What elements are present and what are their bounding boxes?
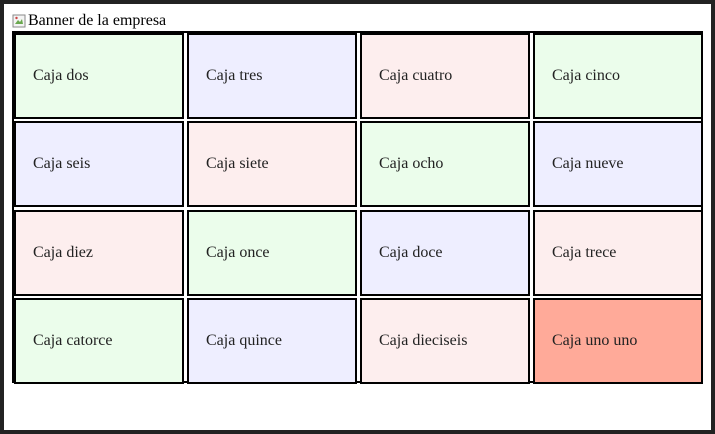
grid-box: Caja catorce bbox=[14, 298, 184, 384]
grid-box: Caja nueve bbox=[533, 121, 703, 207]
grid-box: Caja doce bbox=[360, 210, 530, 296]
grid-box-label: Caja cinco bbox=[552, 67, 620, 84]
grid-box: Caja once bbox=[187, 210, 357, 296]
grid-box-label: Caja cuatro bbox=[379, 67, 453, 84]
grid-box-label: Caja diez bbox=[33, 244, 93, 261]
banner-alt-text: Banner de la empresa bbox=[28, 12, 167, 29]
grid-box: Caja siete bbox=[187, 121, 357, 207]
grid-box-label: Caja trece bbox=[552, 244, 617, 261]
grid-box: Caja seis bbox=[14, 121, 184, 207]
grid-box-label: Caja seis bbox=[33, 155, 91, 172]
grid-box: Caja ocho bbox=[360, 121, 530, 207]
grid-box-label: Caja dos bbox=[33, 67, 89, 84]
grid-box-label: Caja dieciseis bbox=[379, 332, 468, 349]
grid-box: Caja uno uno bbox=[533, 298, 703, 384]
grid-box-label: Caja quince bbox=[206, 332, 282, 349]
grid-box: Caja cinco bbox=[533, 33, 703, 119]
grid-box-label: Caja doce bbox=[379, 244, 443, 261]
broken-image-icon bbox=[12, 14, 26, 28]
grid-box: Caja dos bbox=[14, 33, 184, 119]
grid-box: Caja diez bbox=[14, 210, 184, 296]
grid-box-label: Caja uno uno bbox=[552, 332, 638, 349]
grid-box-label: Caja catorce bbox=[33, 332, 113, 349]
grid-box-label: Caja siete bbox=[206, 155, 269, 172]
company-banner-image: Banner de la empresa bbox=[12, 12, 166, 30]
grid-box-label: Caja once bbox=[206, 244, 270, 261]
grid-box-label: Caja ocho bbox=[379, 155, 444, 172]
grid-box: Caja cuatro bbox=[360, 33, 530, 119]
grid-box: Caja dieciseis bbox=[360, 298, 530, 384]
grid-box: Caja tres bbox=[187, 33, 357, 119]
grid-box: Caja trece bbox=[533, 210, 703, 296]
grid-box-label: Caja tres bbox=[206, 67, 263, 84]
grid-box: Caja quince bbox=[187, 298, 357, 384]
grid-box-label: Caja nueve bbox=[552, 155, 624, 172]
